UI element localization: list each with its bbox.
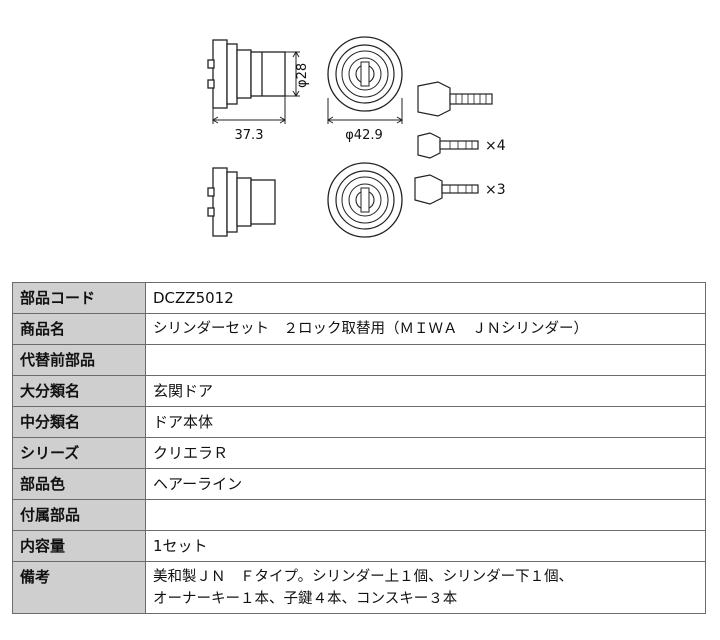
owner-key-icon bbox=[417, 81, 493, 117]
cylinder-side-view-lower bbox=[207, 167, 276, 237]
spec-table: 部品コード DCZZ5012 商品名 シリンダーセット ２ロック取替用（ＭＩＷＡ… bbox=[12, 282, 706, 614]
row-label: 大分類名 bbox=[12, 375, 146, 407]
row-label: 部品コード bbox=[12, 282, 146, 314]
row-label: 商品名 bbox=[12, 313, 146, 345]
row-label: 代替前部品 bbox=[12, 344, 146, 376]
table-row: 大分類名 玄関ドア bbox=[12, 375, 706, 407]
table-row: 代替前部品 bbox=[12, 344, 706, 376]
row-label: 内容量 bbox=[12, 530, 146, 562]
row-value: 1セット bbox=[145, 530, 706, 562]
table-row: 内容量 1セット bbox=[12, 530, 706, 562]
dim-diameter-label: φ42.9 bbox=[345, 128, 383, 143]
table-row: 部品コード DCZZ5012 bbox=[12, 282, 706, 314]
row-label: 備考 bbox=[12, 561, 146, 614]
dim-height-label: φ28 bbox=[295, 63, 310, 88]
table-row: シリーズ クリエラＲ bbox=[12, 437, 706, 469]
row-value bbox=[145, 344, 706, 376]
table-row: 商品名 シリンダーセット ２ロック取替用（ＭＩＷＡ ＪＮシリンダー） bbox=[12, 313, 706, 345]
notes-line-1: 美和製ＪＮ Ｆタイプ。シリンダー上１個、シリンダー下１個、 bbox=[153, 568, 574, 585]
row-value: DCZZ5012 bbox=[145, 282, 706, 314]
construction-key-icon bbox=[414, 174, 479, 205]
table-row: 中分類名 ドア本体 bbox=[12, 406, 706, 438]
product-drawing: φ28 37.3 φ42.9 ×4 bbox=[0, 0, 720, 270]
row-label: 中分類名 bbox=[12, 406, 146, 438]
cylinder-front-view-lower bbox=[327, 162, 403, 238]
row-value: シリンダーセット ２ロック取替用（ＭＩＷＡ ＪＮシリンダー） bbox=[145, 313, 706, 345]
dimension-length bbox=[212, 96, 286, 124]
table-row: 備考 美和製ＪＮ Ｆタイプ。シリンダー上１個、シリンダー下１個、 オーナーキー１… bbox=[12, 561, 706, 614]
row-value bbox=[145, 499, 706, 531]
row-value: 玄関ドア bbox=[145, 375, 706, 407]
construction-key-quantity: ×3 bbox=[485, 182, 506, 198]
row-value: ヘアーライン bbox=[145, 468, 706, 500]
dim-length-label: 37.3 bbox=[235, 128, 264, 143]
row-label: シリーズ bbox=[12, 437, 146, 469]
row-value: ドア本体 bbox=[145, 406, 706, 438]
cylinder-front-view-upper bbox=[327, 36, 403, 112]
dimension-height bbox=[285, 51, 300, 97]
child-key-quantity: ×4 bbox=[485, 138, 506, 154]
notes-line-2: オーナーキー１本、子鍵４本、コンスキー３本 bbox=[153, 590, 458, 607]
row-label: 部品色 bbox=[12, 468, 146, 500]
row-value: 美和製ＪＮ Ｆタイプ。シリンダー上１個、シリンダー下１個、 オーナーキー１本、子… bbox=[145, 561, 706, 614]
table-row: 部品色 ヘアーライン bbox=[12, 468, 706, 500]
row-label: 付属部品 bbox=[12, 499, 146, 531]
dimension-diameter bbox=[327, 98, 403, 124]
child-key-icon bbox=[417, 132, 479, 159]
cylinder-side-view-upper bbox=[207, 39, 286, 109]
table-row: 付属部品 bbox=[12, 499, 706, 531]
row-value: クリエラＲ bbox=[145, 437, 706, 469]
